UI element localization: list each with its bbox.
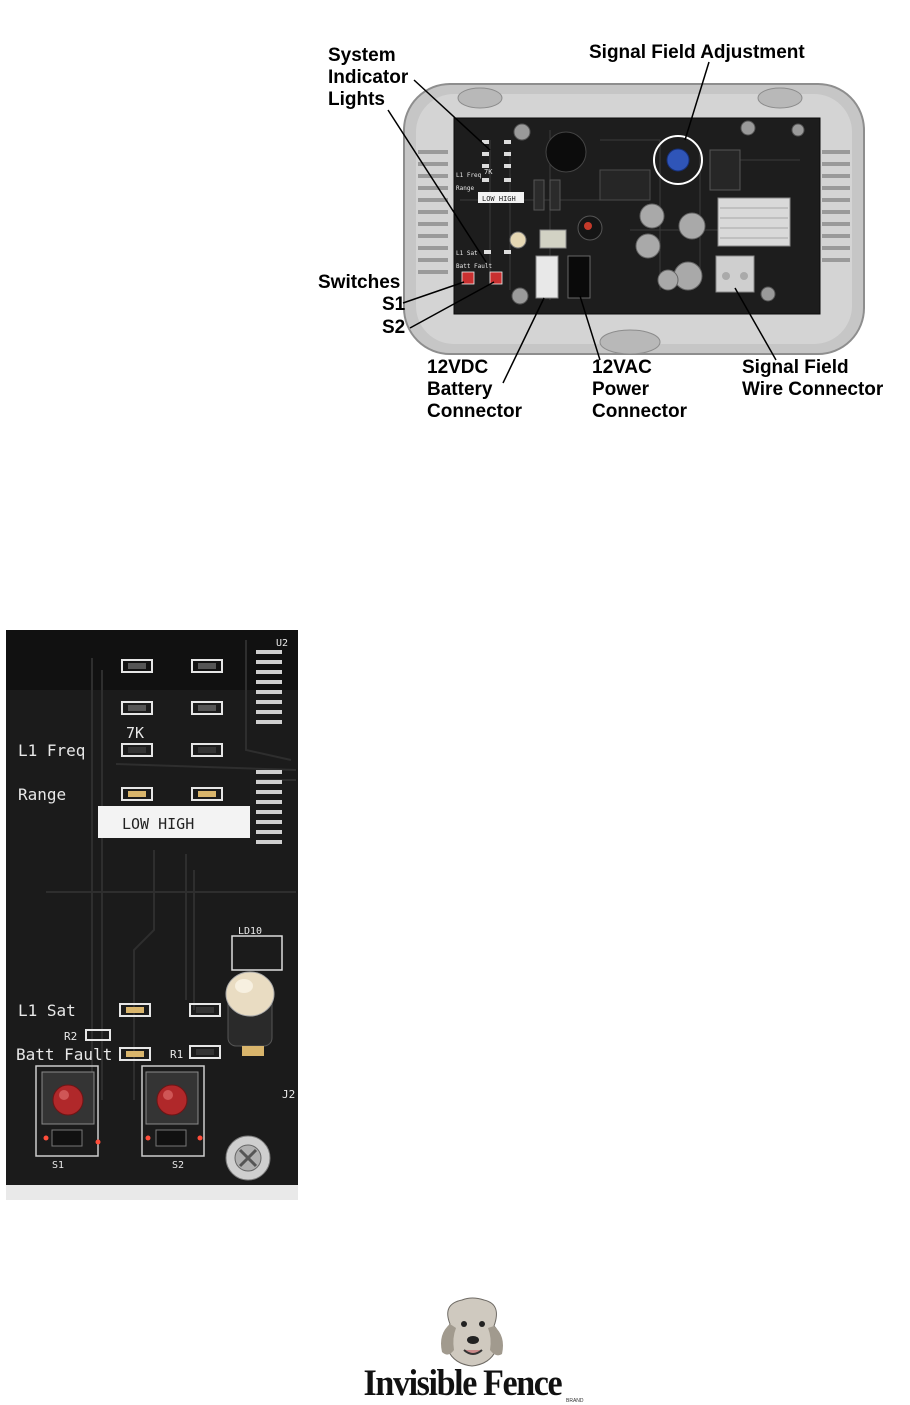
closeup-low-high-label: LOW HIGH bbox=[122, 815, 194, 833]
closeup-r2-label: R2 bbox=[64, 1030, 77, 1043]
brand-mark: BRAND bbox=[566, 1398, 584, 1404]
signal-field-adjustment-label: Signal Field Adjustment bbox=[589, 42, 805, 64]
closeup-l1-freq-label: L1 Freq bbox=[18, 741, 85, 760]
switches-label: Switches bbox=[318, 272, 400, 294]
dog-logo-image bbox=[432, 1294, 512, 1368]
wire-connector-label: Signal Field Wire Connector bbox=[742, 357, 883, 401]
battery-connector-label: 12VDC Battery Connector bbox=[427, 357, 522, 423]
switch-s1-label: S1 bbox=[382, 294, 405, 316]
closeup-s2-label: S2 bbox=[172, 1160, 184, 1171]
closeup-range-label: Range bbox=[18, 785, 66, 804]
closeup-batt-fault-label: Batt Fault bbox=[16, 1045, 112, 1064]
switch-s2-label: S2 bbox=[382, 317, 405, 339]
closeup-u2-label: U2 bbox=[276, 638, 288, 649]
closeup-j2-label: J2 bbox=[282, 1088, 295, 1101]
closeup-l1-sat-label: L1 Sat bbox=[18, 1001, 76, 1020]
closeup-r1-label: R1 bbox=[170, 1048, 183, 1061]
system-indicator-lights-label: System Indicator Lights bbox=[328, 45, 408, 111]
closeup-7k-label: 7K bbox=[126, 724, 144, 742]
closeup-s1-label: S1 bbox=[52, 1160, 64, 1171]
indicator-closeup-photo: U2 7K L1 Freq Range LOW HIGH LD10 L1 Sat… bbox=[6, 630, 298, 1200]
power-connector-label: 12VAC Power Connector bbox=[592, 357, 687, 423]
closeup-ld10-label: LD10 bbox=[238, 926, 262, 937]
invisible-fence-wordmark: Invisible Fence bbox=[352, 1362, 573, 1405]
